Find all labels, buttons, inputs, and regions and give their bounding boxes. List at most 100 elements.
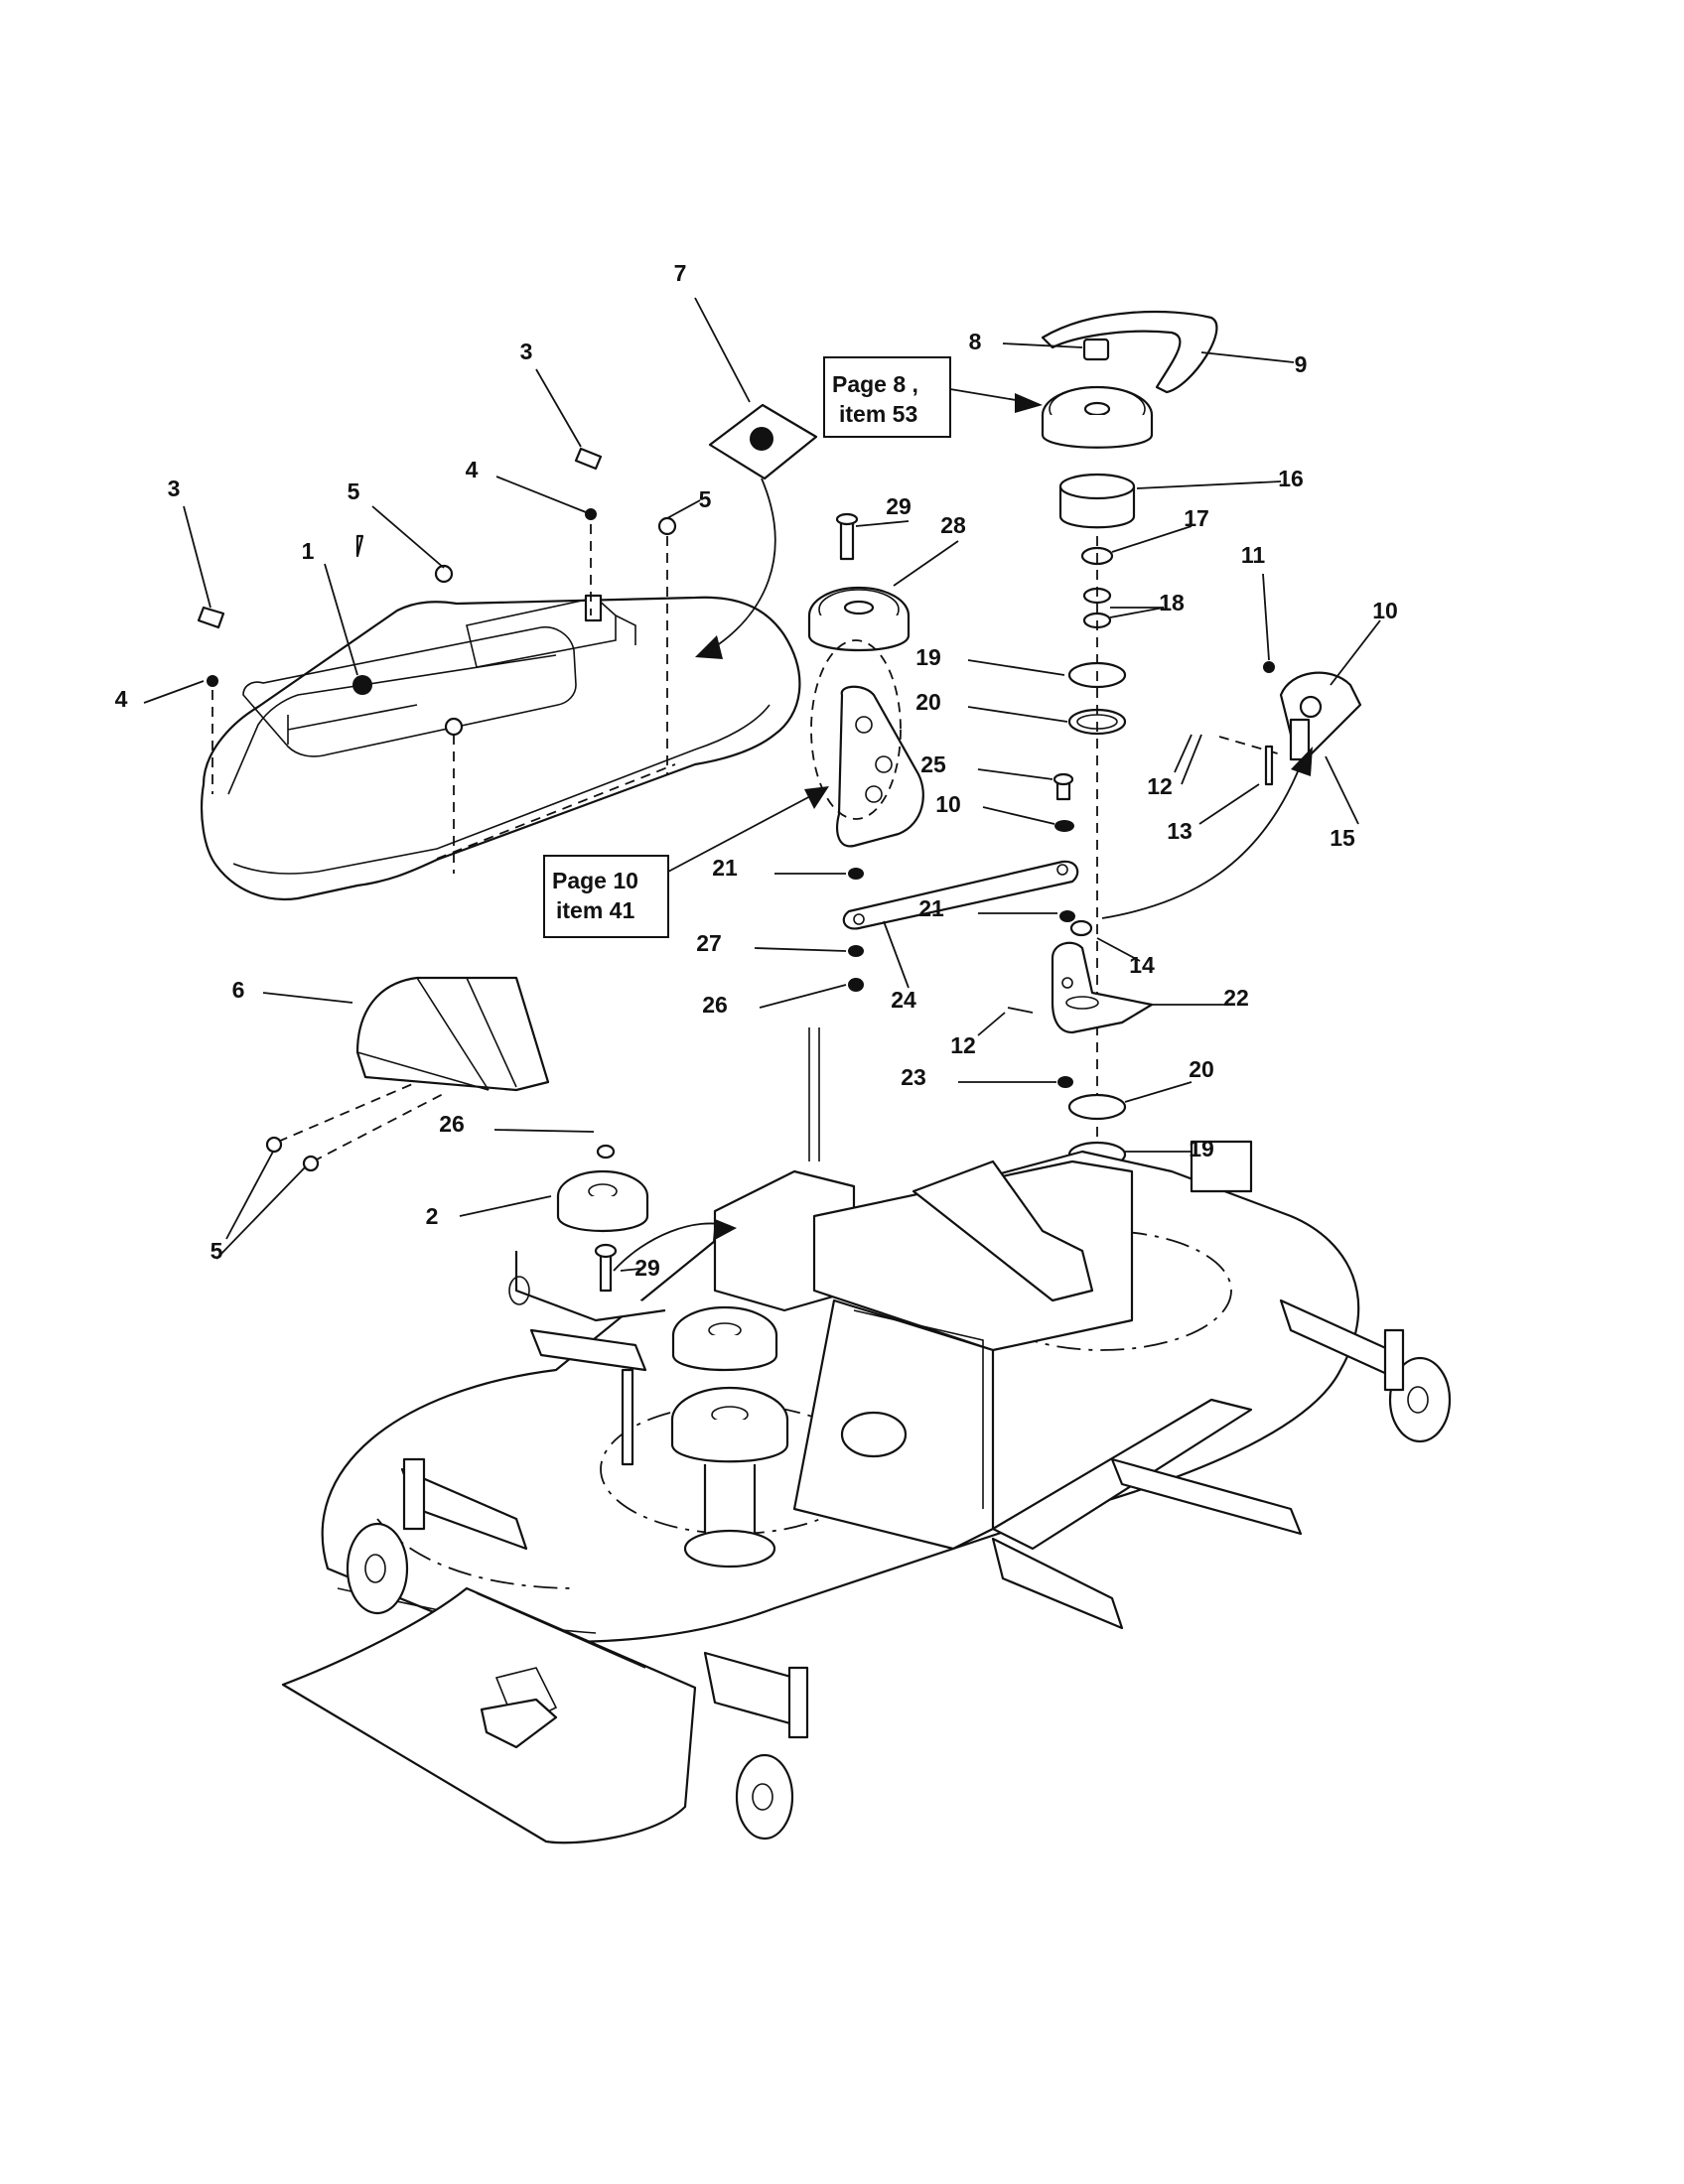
leader-line-c25 <box>977 768 1053 780</box>
callout-c29b: 29 <box>634 1255 660 1281</box>
flat-idler-pulley <box>556 1144 737 1293</box>
leader-line-c20b <box>1124 1081 1193 1103</box>
deck-hangers <box>508 1027 820 1466</box>
shield <box>265 534 550 1172</box>
callout-c16: 16 <box>1278 466 1304 491</box>
callout-c5b: 5 <box>699 486 712 512</box>
leader-line-c28 <box>893 540 959 587</box>
callout-c3b: 3 <box>520 339 533 364</box>
gauge-wheel-front-right <box>703 1651 809 1841</box>
leader-line-c9 <box>1200 351 1295 363</box>
ref-page10-line1: Page 10 <box>552 868 638 893</box>
leader-line-c15 <box>1325 755 1359 825</box>
idler-arm <box>842 772 1079 992</box>
callout-c5c: 5 <box>210 1238 223 1264</box>
deck-frame <box>713 1140 1303 1630</box>
leader-line-c26b <box>759 984 847 1009</box>
callout-c2: 2 <box>426 1203 439 1229</box>
leader-line-c5b <box>666 499 701 519</box>
callout-c9: 9 <box>1295 351 1308 377</box>
leader-line-c1 <box>324 563 358 676</box>
leader-line-c11 <box>1262 573 1270 661</box>
leader-line-c6 <box>262 992 353 1004</box>
leader-line-c19a <box>967 659 1065 676</box>
leader-line-c5c <box>225 1151 274 1240</box>
callout-c1: 1 <box>302 538 315 564</box>
leader-line-c3a <box>183 505 211 609</box>
callout-c26b: 26 <box>702 992 728 1018</box>
leader-line-c12a <box>1174 734 1193 773</box>
callout-c8: 8 <box>969 329 982 354</box>
leader-line-c5a <box>371 505 445 569</box>
callout-c20b: 20 <box>1189 1056 1214 1082</box>
leader-line-fork-2 <box>1181 734 1202 785</box>
callout-c12a: 12 <box>1147 773 1173 799</box>
leader-line-c27 <box>754 947 847 952</box>
ref-page8-line2: item 53 <box>839 401 917 427</box>
leader-line-c8 <box>1002 342 1083 348</box>
leader-line-c14 <box>1096 937 1141 962</box>
leader-line-c10b <box>982 806 1055 825</box>
callout-c25: 25 <box>920 751 946 777</box>
gauge-wheel-front-left <box>346 1457 528 1615</box>
callout-c20a: 20 <box>915 689 941 715</box>
leader-line-c29a <box>855 520 910 527</box>
clutch-pulley-stack <box>1041 310 1218 1191</box>
callout-c3a: 3 <box>168 476 181 501</box>
callout-c14: 14 <box>1129 952 1155 978</box>
callout-c21a: 21 <box>712 855 738 881</box>
decal <box>695 403 818 659</box>
ref-page10-line2: item 41 <box>556 897 634 923</box>
callout-c22: 22 <box>1223 985 1249 1011</box>
leader-line-fork-0 <box>1109 607 1165 618</box>
leader-line-c17 <box>1111 525 1193 553</box>
callout-c23: 23 <box>901 1064 926 1090</box>
leader-line-fork-1 <box>215 1165 307 1260</box>
callout-c4a: 4 <box>115 686 128 712</box>
mower-deck <box>281 1027 1452 1844</box>
callout-c24: 24 <box>891 987 916 1013</box>
idler-pulley-assembly <box>807 512 924 848</box>
reference-box-page8: Page 8 , item 53 <box>823 356 1043 438</box>
leader-line-c26a <box>493 1129 595 1133</box>
callout-c12b: 12 <box>950 1032 976 1058</box>
callout-c10b: 10 <box>935 791 961 817</box>
callout-c27: 27 <box>696 930 722 956</box>
callout-c11: 11 <box>1241 542 1266 568</box>
callout-c28: 28 <box>940 512 966 538</box>
callout-c29a: 29 <box>886 493 912 519</box>
callout-c17: 17 <box>1184 505 1209 531</box>
callout-c4b: 4 <box>466 457 479 482</box>
deck-pulleys <box>670 1305 789 1569</box>
belt-cover <box>201 596 801 901</box>
leader-line-c3b <box>535 368 582 448</box>
callout-c18: 18 <box>1159 590 1185 615</box>
callout-c6: 6 <box>232 977 245 1003</box>
leader-line-c4a <box>143 680 205 704</box>
clutch-stop-bracket <box>1101 661 1362 919</box>
leader-line-c7 <box>694 297 751 403</box>
cover-decal-dot <box>352 675 372 695</box>
callout-c15: 15 <box>1330 825 1355 851</box>
callout-c10a: 10 <box>1372 598 1398 623</box>
callout-c21b: 21 <box>918 895 944 921</box>
gauge-wheel-rear-right <box>1279 1298 1452 1443</box>
leader-line-c29b <box>620 1268 641 1272</box>
leader-line-c13 <box>1198 783 1260 825</box>
ref-page8-line1: Page 8 , <box>832 371 918 397</box>
callout-c13: 13 <box>1167 818 1193 844</box>
callout-c19b: 19 <box>1189 1136 1214 1161</box>
leader-line-c20a <box>967 706 1068 723</box>
callout-c19a: 19 <box>915 644 941 670</box>
leader-line-c16 <box>1136 480 1282 489</box>
leader-line-c10a <box>1330 619 1381 686</box>
callout-c7: 7 <box>674 260 687 286</box>
reference-box-page10: Page 10 item 41 <box>543 786 829 938</box>
cover-fasteners <box>197 447 677 874</box>
callout-c26a: 26 <box>439 1111 465 1137</box>
leader-line-c12b <box>977 1012 1006 1036</box>
leader-line-c4b <box>495 476 587 513</box>
